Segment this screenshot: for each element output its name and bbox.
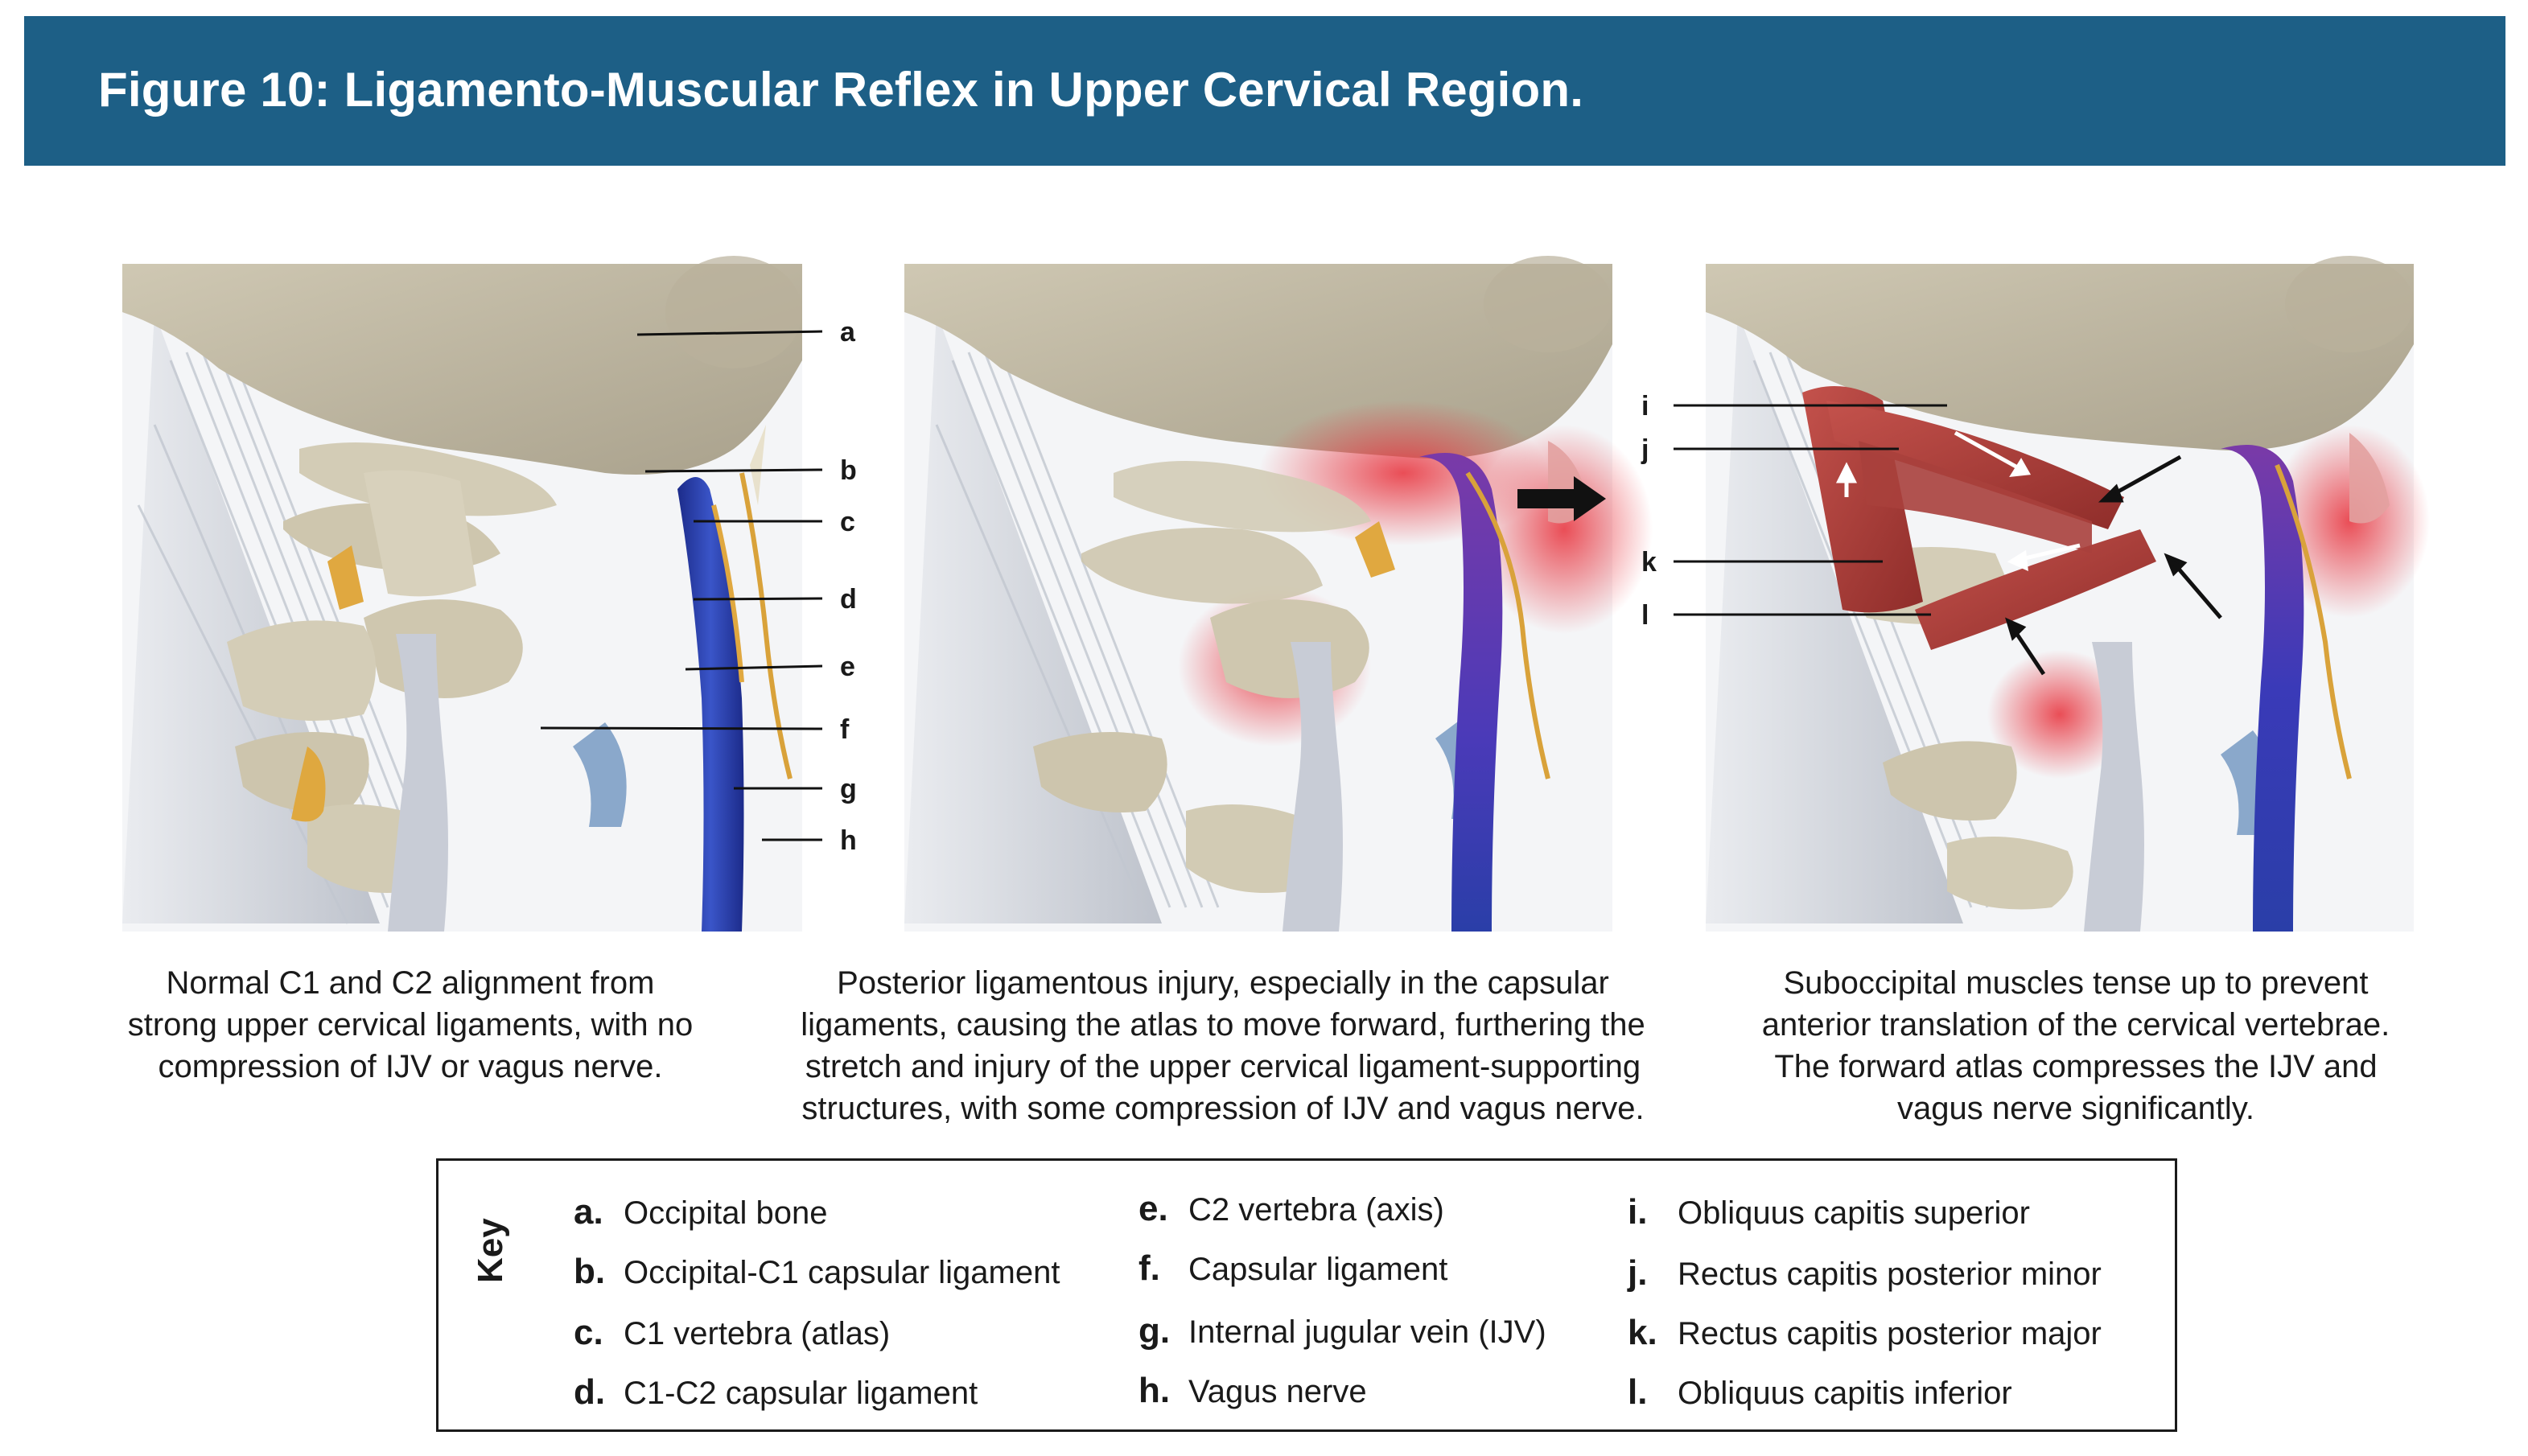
illustration-normal-alignment — [122, 256, 823, 932]
label-c: c — [840, 507, 855, 537]
key-letter: d. — [574, 1372, 606, 1412]
caption-normal-line: strong upper cervical ligaments, with no — [127, 1007, 694, 1043]
caption-muscle-line: The forward atlas compresses the IJV and — [1774, 1049, 2378, 1084]
key-letter: a. — [574, 1192, 603, 1232]
label-k: k — [1641, 547, 1657, 578]
caption-normal-line: compression of IJV or vagus nerve. — [158, 1049, 663, 1084]
key-text: Obliquus capitis inferior — [1678, 1376, 2012, 1411]
key-letter: l. — [1628, 1372, 1648, 1412]
label-b: b — [840, 455, 857, 486]
caption-injury-line: ligaments, causing the atlas to move for… — [801, 1007, 1645, 1043]
label-e: e — [840, 652, 855, 682]
figure-title: Figure 10: Ligamento-Muscular Reflex in … — [98, 63, 1584, 117]
key-item-e: e. C2 vertebra (axis) — [1138, 1191, 1444, 1227]
label-f: f — [840, 714, 850, 745]
label-i: i — [1641, 391, 1649, 422]
key-item-j: j. Rectus capitis posterior minor — [1628, 1256, 2102, 1291]
label-d: d — [840, 584, 857, 615]
caption-injury-line: Posterior ligamentous injury, especially… — [837, 965, 1609, 1001]
caption-muscle-tension: Suboccipital muscles tense up to prevent… — [1706, 962, 2446, 1129]
key-letter: e. — [1138, 1189, 1168, 1228]
key-text: Occipital bone — [624, 1195, 828, 1231]
key-letter: k. — [1628, 1313, 1657, 1352]
caption-ligament-injury: Posterior ligamentous injury, especially… — [748, 962, 1698, 1129]
muscle-k — [1859, 441, 2092, 553]
label-l: l — [1641, 600, 1649, 631]
key-text: Obliquus capitis superior — [1678, 1195, 2030, 1231]
illustration-ligament-injury — [904, 256, 1653, 932]
key-text: C2 vertebra (axis) — [1188, 1192, 1444, 1228]
caption-normal: Normal C1 and C2 alignment from strong u… — [80, 962, 740, 1088]
caption-injury-line: stretch and injury of the upper cervical… — [805, 1049, 1641, 1084]
panel-ligament-injury — [904, 256, 1653, 932]
key-legend: Key a. Occipital bone b. Occipital-C1 caps… — [436, 1158, 2177, 1432]
key-text: Rectus capitis posterior major — [1678, 1316, 2102, 1351]
key-item-d: d. C1-C2 capsular ligament — [574, 1375, 978, 1410]
key-item-k: k. Rectus capitis posterior major — [1628, 1315, 2102, 1351]
key-letter: j. — [1628, 1253, 1648, 1293]
key-item-a: a. Occipital bone — [574, 1195, 827, 1230]
key-text: Occipital-C1 capsular ligament — [624, 1255, 1060, 1290]
caption-muscle-line: vagus nerve significantly. — [1897, 1091, 2254, 1126]
key-text: Rectus capitis posterior minor — [1678, 1257, 2102, 1292]
key-letter: b. — [574, 1252, 606, 1291]
key-item-l: l. Obliquus capitis inferior — [1628, 1375, 2012, 1410]
muscle-l — [1915, 529, 2156, 650]
label-j: j — [1641, 434, 1649, 465]
key-item-h: h. Vagus nerve — [1138, 1373, 1367, 1409]
label-g: g — [840, 774, 857, 804]
forward-translation-arrow — [1517, 476, 1606, 521]
key-letter: g. — [1138, 1311, 1171, 1351]
caption-normal-line: Normal C1 and C2 alignment from — [166, 965, 655, 1001]
panel-muscle-tension: i j k l — [1641, 256, 2430, 932]
label-h: h — [840, 825, 857, 856]
key-item-c: c. C1 vertebra (atlas) — [574, 1315, 890, 1351]
muscle-j — [1826, 401, 2124, 529]
key-text: C1-C2 capsular ligament — [624, 1376, 978, 1411]
key-item-f: f. Capsular ligament — [1138, 1251, 1447, 1286]
key-item-g: g. Internal jugular vein (IJV) — [1138, 1314, 1546, 1349]
key-letter: f. — [1138, 1248, 1160, 1288]
key-item-b: b. Occipital-C1 capsular ligament — [574, 1254, 1060, 1289]
key-letter: i. — [1628, 1192, 1648, 1232]
key-letter: c. — [574, 1313, 603, 1352]
caption-muscle-line: Suboccipital muscles tense up to prevent — [1783, 965, 2369, 1001]
key-item-i: i. Obliquus capitis superior — [1628, 1195, 2030, 1230]
title-banner: Figure 10: Ligamento-Muscular Reflex in … — [24, 16, 2505, 166]
key-text: Vagus nerve — [1188, 1374, 1367, 1409]
caption-injury-line: structures, with some compression of IJV… — [801, 1091, 1645, 1126]
muscle-i — [1802, 386, 1923, 613]
caption-muscle-line: anterior translation of the cervical ver… — [1761, 1007, 2390, 1043]
panel-normal: a b c d e f g h — [122, 256, 857, 932]
key-text: Capsular ligament — [1188, 1252, 1448, 1287]
key-letter: h. — [1138, 1371, 1171, 1410]
key-title: Key — [471, 1218, 510, 1283]
illustration-suboccipital-muscles — [1674, 256, 2430, 932]
key-text: Internal jugular vein (IJV) — [1188, 1314, 1546, 1350]
label-a: a — [840, 317, 855, 348]
key-text: C1 vertebra (atlas) — [624, 1316, 891, 1351]
